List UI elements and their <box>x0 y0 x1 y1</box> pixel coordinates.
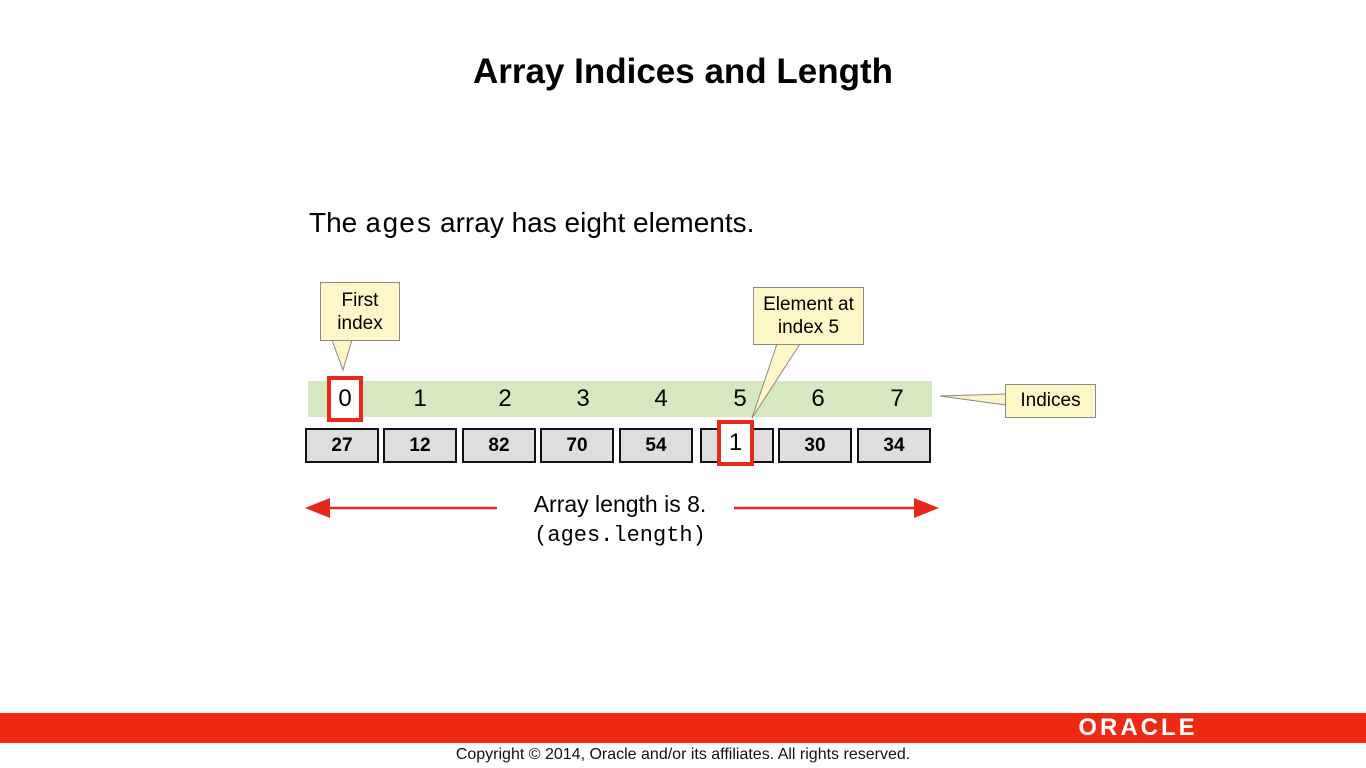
array-name-code: ages <box>365 210 433 241</box>
index-label: 6 <box>811 385 825 412</box>
slide-title: Array Indices and Length <box>472 52 894 91</box>
footer-bar <box>0 713 1366 743</box>
index-bar <box>308 381 932 417</box>
sentence-prefix: The <box>309 207 366 238</box>
index-label: 4 <box>654 385 668 412</box>
description-sentence: The ages array has eight elements. <box>309 207 754 241</box>
element-callout: Element at index 5 <box>753 287 864 345</box>
index-label: 2 <box>498 385 512 412</box>
sentence-suffix: array has eight elements. <box>432 207 755 238</box>
copyright-text: Copyright © 2014, Oracle and/or its affi… <box>455 746 911 763</box>
array-element: 70 <box>540 428 614 463</box>
index-label: 1 <box>413 385 427 412</box>
array-length-label: Array length is 8. <box>533 491 707 517</box>
array-element: 27 <box>305 428 379 463</box>
oracle-logo: ORACLE <box>1078 714 1198 741</box>
index-label: 7 <box>890 385 904 412</box>
index-label: 5 <box>733 385 747 412</box>
first-index-highlight: 0 <box>327 376 363 422</box>
array-element: 12 <box>383 428 457 463</box>
first-index-callout: First index <box>320 282 400 341</box>
array-length-code: (ages.length) <box>534 523 706 548</box>
array-element: 82 <box>462 428 536 463</box>
element-highlight: 1 <box>717 420 754 466</box>
array-element: 54 <box>619 428 693 463</box>
indices-pointer <box>939 393 1007 406</box>
indices-callout: Indices <box>1005 384 1096 418</box>
array-element: 34 <box>857 428 931 463</box>
highlighted-element-value: 1 <box>728 429 743 456</box>
array-element: 30 <box>778 428 852 463</box>
first-index-value: 0 <box>338 385 352 412</box>
element-pointer <box>751 343 801 419</box>
index-label: 3 <box>576 385 590 412</box>
first-index-pointer <box>331 339 353 372</box>
